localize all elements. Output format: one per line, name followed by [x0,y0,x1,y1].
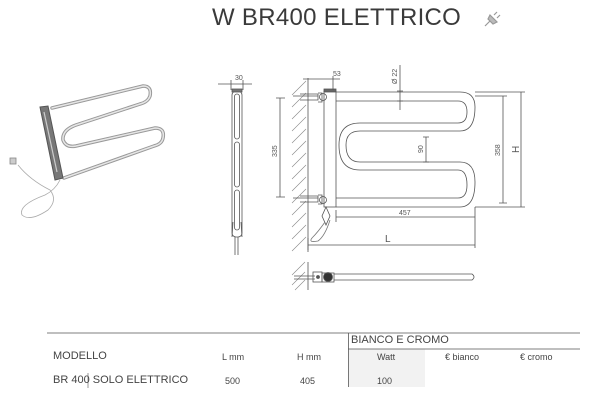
table-grid [47,332,580,388]
col-cromo: € cromo [520,352,553,362]
dim-side-width: 30 [235,75,243,82]
side-view [218,80,252,255]
group-header: BIANCO E CROMO [351,334,449,346]
col-h-mm: H mm [297,352,321,362]
dim-inner-height: 358 [495,144,502,156]
front-view [276,65,525,252]
dim-diameter: Ø 22 [392,69,399,84]
plug-icon [484,11,501,27]
cell-watt: 100 [377,376,393,386]
dim-offset: 53 [333,71,341,78]
col-bianco: € bianco [445,352,480,362]
col-l-mm: L mm [222,352,245,362]
product-title: W BR400 ELETTRICO [212,4,462,31]
product-photo [9,84,166,218]
dim-gap: 90 [418,145,425,153]
top-view [291,261,475,291]
dim-inner-length: 457 [399,210,411,217]
cell-l-mm: 500 [225,376,241,386]
cell-h-mm: 405 [300,376,316,386]
col-modello: MODELLO [53,350,107,362]
dim-fixing: 335 [272,145,279,157]
dim-length: L [385,234,391,245]
col-watt: Watt [377,352,396,362]
dim-height: H [511,146,522,153]
cell-modello: BR 400 SOLO ELETTRICO [53,374,189,386]
